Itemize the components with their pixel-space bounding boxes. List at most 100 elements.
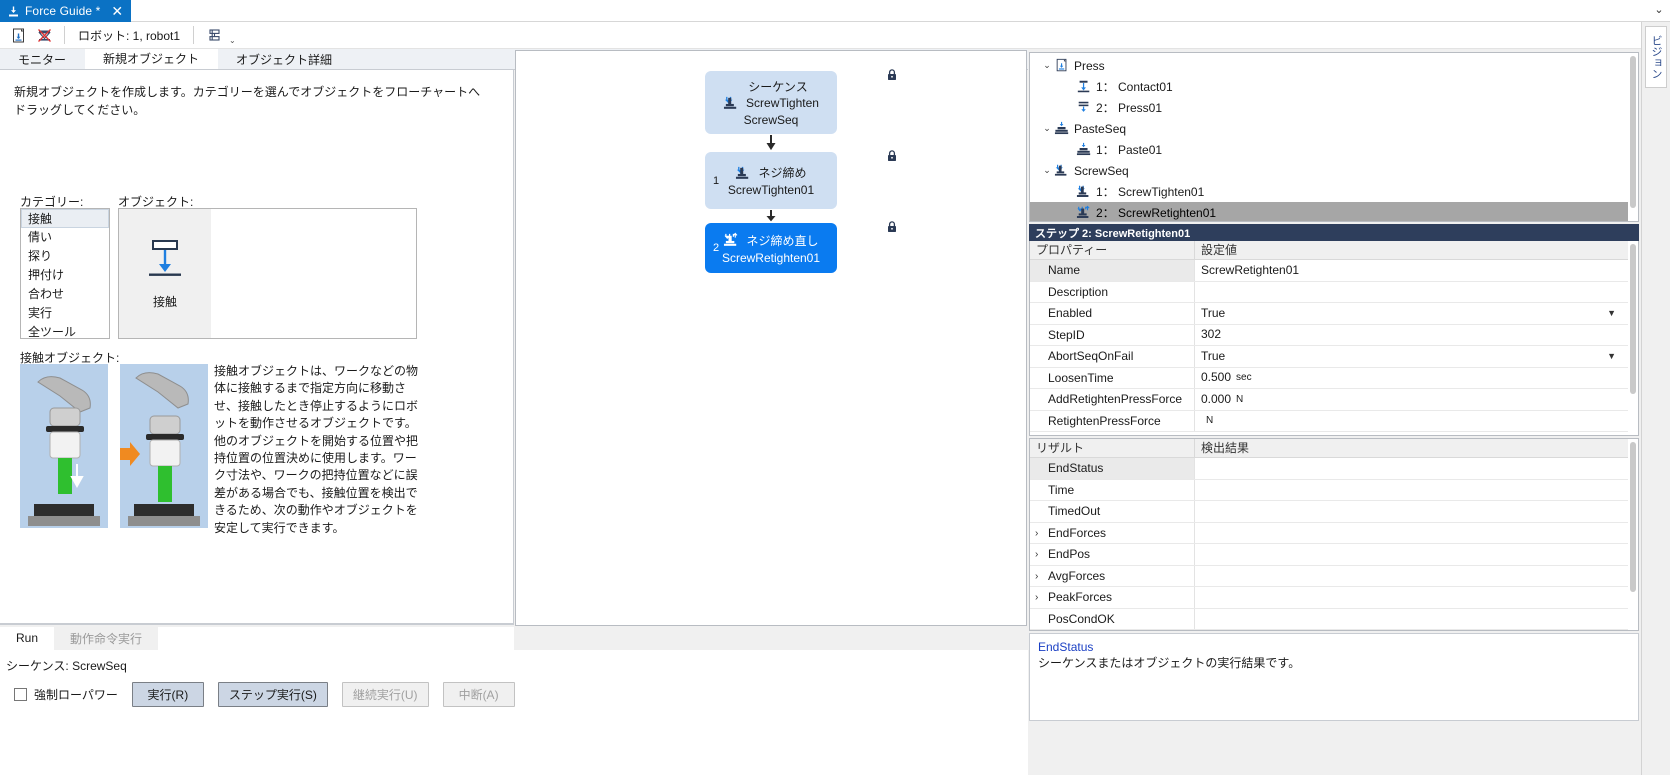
category-item-2[interactable]: 探り bbox=[28, 249, 53, 263]
chevron-down-icon[interactable]: ⌄ bbox=[1654, 4, 1664, 16]
tree-item-5[interactable]: ⌄ ScrewSeq bbox=[1030, 160, 1638, 181]
close-icon[interactable]: ✕ bbox=[111, 3, 124, 19]
result-row-7[interactable]: PosCondOK bbox=[1030, 608, 1638, 630]
property-value-cell[interactable] bbox=[1195, 282, 1638, 303]
result-row-2[interactable]: TimedOut bbox=[1030, 501, 1638, 523]
clear-robot-icon[interactable] bbox=[33, 24, 55, 46]
tab-object-detail[interactable]: オブジェクト詳細 bbox=[218, 49, 351, 69]
result-row-6[interactable]: ›PeakForces bbox=[1030, 587, 1638, 609]
results-scrollbar[interactable] bbox=[1628, 439, 1638, 630]
object-description: 接触オブジェクトは、ワークなどの物体に接触するまで指定方向に移動させ、接触したと… bbox=[214, 364, 419, 535]
result-row-5[interactable]: ›AvgForces bbox=[1030, 565, 1638, 587]
property-unit: sec bbox=[1236, 372, 1252, 383]
run-button-0[interactable]: 実行(R) bbox=[131, 682, 204, 707]
sequence-label: シーケンス: ScrewSeq bbox=[6, 659, 127, 673]
property-scrollbar[interactable] bbox=[1628, 241, 1638, 434]
chevron-down-icon[interactable]: ▼ bbox=[1607, 350, 1616, 361]
category-list[interactable]: 接触倩い探り押付け合わせ実行全ツール bbox=[20, 208, 110, 339]
tree-item-7[interactable]: 2： ScrewRetighten01 bbox=[1030, 202, 1638, 221]
property-value-cell[interactable]: ScrewRetighten01 bbox=[1195, 260, 1638, 281]
vision-dock-tab[interactable]: ビジョン bbox=[1645, 26, 1667, 88]
tree-item-label: ScrewSeq bbox=[1074, 163, 1129, 178]
chevron-down-icon[interactable]: ⌄ bbox=[1043, 123, 1051, 133]
chevron-right-icon[interactable]: › bbox=[1035, 549, 1039, 560]
result-column-header: リザルト bbox=[1030, 439, 1195, 457]
toolbar-overflow-icon[interactable]: ⌄ bbox=[229, 36, 236, 45]
category-item-0[interactable]: 接触 bbox=[21, 209, 109, 228]
tab-new-object[interactable]: 新規オブジェクト bbox=[85, 49, 219, 69]
object-tile-contact[interactable]: 接触 bbox=[119, 209, 211, 338]
tree-item-4[interactable]: 1： Paste01 bbox=[1030, 139, 1638, 160]
tree-item-6[interactable]: 1： ScrewTighten01 bbox=[1030, 181, 1638, 202]
category-item-4[interactable]: 合わせ bbox=[28, 287, 65, 301]
layout-icon[interactable] bbox=[203, 24, 225, 46]
new-object-panel: 新規オブジェクトを作成します。カテゴリーを選んでオブジェクトをフローチャートへド… bbox=[0, 70, 514, 624]
property-value-cell[interactable]: True▼ bbox=[1195, 303, 1638, 324]
category-item-6[interactable]: 全ツール bbox=[28, 325, 77, 339]
run-button-1[interactable]: ステップ実行(S) bbox=[217, 682, 328, 707]
property-header: ステップ 2: ScrewRetighten01 bbox=[1029, 224, 1639, 241]
chevron-down-icon[interactable]: ⌄ bbox=[1043, 60, 1051, 70]
category-item-1[interactable]: 倩い bbox=[28, 230, 53, 244]
open-document-icon[interactable] bbox=[7, 24, 29, 46]
tree-scroll-thumb[interactable] bbox=[1630, 56, 1636, 208]
property-row-1[interactable]: Description bbox=[1030, 281, 1638, 303]
chevron-right-icon[interactable]: › bbox=[1035, 592, 1039, 603]
property-value-cell[interactable]: True▼ bbox=[1195, 346, 1638, 367]
property-value-cell[interactable]: N bbox=[1195, 411, 1638, 432]
results-scroll-thumb[interactable] bbox=[1630, 442, 1636, 592]
tab-monitor[interactable]: モニター bbox=[0, 49, 85, 69]
category-item-5[interactable]: 実行 bbox=[28, 306, 53, 320]
tree-item-2[interactable]: 2： Press01 bbox=[1030, 97, 1638, 118]
result-row-1[interactable]: Time bbox=[1030, 479, 1638, 501]
lock-icon[interactable] bbox=[887, 221, 897, 233]
down-arrow-icon bbox=[765, 210, 777, 222]
tree-item-3[interactable]: ⌄PasteSeq bbox=[1030, 118, 1638, 139]
tree-scrollbar[interactable] bbox=[1628, 53, 1638, 221]
chevron-right-icon[interactable]: › bbox=[1035, 527, 1039, 539]
flow-node-index: 1 bbox=[713, 174, 720, 187]
tree-item-0[interactable]: ⌄Press bbox=[1030, 55, 1638, 76]
result-row-0[interactable]: EndStatus bbox=[1030, 458, 1638, 480]
tree-item-1[interactable]: 1： Contact01 bbox=[1030, 76, 1638, 97]
result-name: EndForces bbox=[1048, 525, 1107, 540]
property-value-cell[interactable]: 302 bbox=[1195, 325, 1638, 346]
result-name: EndPos bbox=[1048, 547, 1091, 561]
checkbox-box[interactable] bbox=[14, 688, 27, 701]
lock-icon[interactable] bbox=[887, 150, 897, 162]
chevron-down-icon[interactable]: ▼ bbox=[1607, 307, 1616, 318]
chevron-down-icon[interactable]: ⌄ bbox=[1043, 165, 1051, 175]
result-row-4[interactable]: › EndPos bbox=[1030, 544, 1638, 566]
lock-icon[interactable] bbox=[887, 69, 897, 81]
property-scroll-thumb[interactable] bbox=[1630, 244, 1636, 394]
result-row-3[interactable]: › EndForces bbox=[1030, 522, 1638, 544]
robot-selector-label[interactable]: ロボット: 1, robot1 bbox=[78, 28, 181, 43]
property-value: 302 bbox=[1201, 327, 1222, 341]
force-low-power-checkbox[interactable]: 強制ローパワー bbox=[14, 686, 118, 703]
result-name-cell: PosCondOK bbox=[1030, 608, 1195, 629]
chevron-right-icon[interactable]: › bbox=[1035, 570, 1039, 582]
run-tab-0[interactable]: Run bbox=[0, 627, 55, 650]
document-tab-force-guide[interactable]: Force Guide * ✕ bbox=[0, 0, 132, 22]
category-item-3[interactable]: 押付け bbox=[28, 268, 65, 282]
